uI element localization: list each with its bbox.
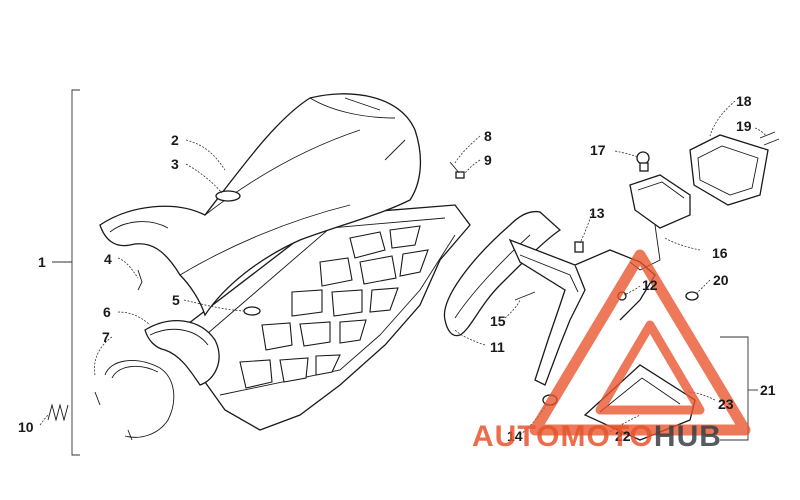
callout-4: 4 xyxy=(104,251,112,267)
leader-4 xyxy=(117,257,139,279)
leader-12 xyxy=(623,285,641,296)
leader-2 xyxy=(185,139,226,171)
leader-15 xyxy=(504,299,521,319)
screw-and-nut xyxy=(449,161,465,179)
callout-16: 16 xyxy=(712,245,728,261)
callout-10: 10 xyxy=(18,419,34,435)
leader-19 xyxy=(754,127,767,137)
seat-cushion xyxy=(99,93,422,317)
callout-23: 23 xyxy=(718,396,734,412)
leader-9 xyxy=(463,159,481,175)
screw-13 xyxy=(574,241,584,253)
leader-3 xyxy=(185,163,223,194)
leader-10 xyxy=(39,413,51,426)
callout-1-bracket xyxy=(71,89,80,456)
callout-21-bracket xyxy=(720,336,749,441)
leader-7 xyxy=(93,336,113,376)
spring xyxy=(47,403,69,422)
seat-plug xyxy=(243,306,261,316)
callout-3: 3 xyxy=(171,156,179,172)
bolt-15 xyxy=(514,291,536,301)
clip xyxy=(137,269,143,291)
callout-17: 17 xyxy=(590,142,606,158)
callout-12: 12 xyxy=(642,277,658,293)
washer-20 xyxy=(685,291,699,301)
callout-14: 14 xyxy=(507,428,523,444)
callout-8: 8 xyxy=(484,128,492,144)
bulb xyxy=(636,151,650,172)
leader-17 xyxy=(614,150,639,158)
watermark-moto: MOTO xyxy=(560,420,653,453)
leader-8 xyxy=(454,135,481,164)
leader-5 xyxy=(183,299,245,312)
leader-16 xyxy=(664,237,701,251)
callout-6: 6 xyxy=(103,304,111,320)
watermark-auto: AUTO xyxy=(472,420,560,453)
leader-20 xyxy=(695,279,711,295)
leader-13 xyxy=(579,212,593,244)
callout-22: 22 xyxy=(615,428,631,444)
lens-screw-b xyxy=(763,138,780,146)
callout-7: 7 xyxy=(102,329,110,345)
leader-11 xyxy=(454,329,486,346)
tail-cover xyxy=(144,320,220,386)
seat-emblem xyxy=(215,190,241,202)
callout-18: 18 xyxy=(736,93,752,109)
callout-1: 1 xyxy=(38,254,46,270)
callout-9: 9 xyxy=(484,152,492,168)
leader-22 xyxy=(609,414,641,433)
callout-5: 5 xyxy=(172,292,180,308)
callout-13: 13 xyxy=(589,205,605,221)
watermark-hub: HUB xyxy=(654,420,722,453)
watermark-triangle-logo xyxy=(529,249,751,436)
taillight-lens xyxy=(689,134,769,206)
seat-base-frame xyxy=(179,204,471,431)
leader-6 xyxy=(117,311,151,326)
callout-19: 19 xyxy=(736,118,752,134)
watermark-wordmark: AUTOMOTOHUB xyxy=(472,420,722,453)
callout-2: 2 xyxy=(171,132,179,148)
callout-21: 21 xyxy=(760,382,776,398)
callout-11: 11 xyxy=(490,339,505,355)
seat-strap xyxy=(94,360,175,441)
leader-18 xyxy=(709,100,736,137)
lens-screw xyxy=(759,131,776,139)
callout-20: 20 xyxy=(713,272,729,288)
callout-15: 15 xyxy=(490,313,506,329)
